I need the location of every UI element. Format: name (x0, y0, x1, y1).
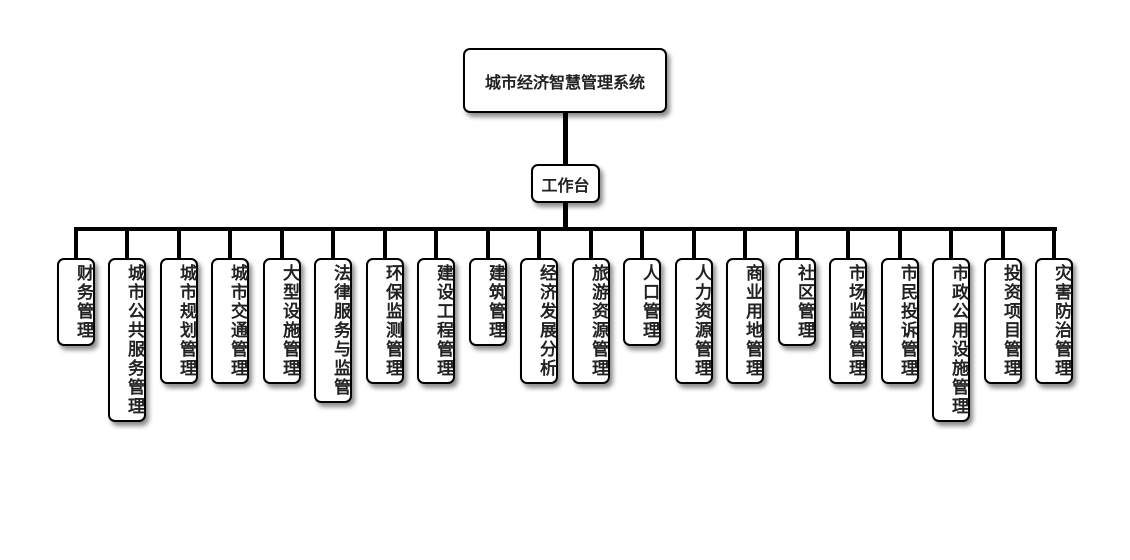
child-node[interactable]: 人口管理 (623, 258, 661, 346)
child-node-label: 经济发展分析 (536, 264, 556, 378)
connector-drop (486, 229, 490, 260)
connector-root-hub (563, 112, 568, 165)
child-node[interactable]: 财务管理 (57, 258, 95, 346)
child-node-label: 环保监测管理 (382, 264, 402, 378)
connector-drop (898, 229, 902, 260)
connector-drop (280, 229, 284, 260)
child-node[interactable]: 灾害防治管理 (1035, 258, 1073, 384)
connector-drop (846, 229, 850, 260)
child-node[interactable]: 大型设施管理 (263, 258, 301, 384)
child-node[interactable]: 法律服务与监管 (314, 258, 352, 403)
connector-drop (537, 229, 541, 260)
child-node[interactable]: 城市公共服务管理 (108, 258, 146, 422)
connector-drop (589, 229, 593, 260)
child-node-label: 社区管理 (794, 264, 814, 340)
child-node-label: 商业用地管理 (742, 264, 762, 378)
connector-drop (125, 229, 129, 260)
child-node-label: 城市公共服务管理 (124, 264, 144, 416)
child-node[interactable]: 商业用地管理 (726, 258, 764, 384)
connector-drop (795, 229, 799, 260)
child-node[interactable]: 社区管理 (778, 258, 816, 346)
child-node-label: 建筑管理 (485, 264, 505, 340)
connector-drop (743, 229, 747, 260)
root-node[interactable]: 城市经济智慧管理系统 (463, 48, 667, 113)
child-node-label: 人口管理 (639, 264, 659, 340)
child-node[interactable]: 投资项目管理 (984, 258, 1022, 384)
connector-drop (434, 229, 438, 260)
child-node-label: 旅游资源管理 (588, 264, 608, 378)
child-node-label: 城市规划管理 (176, 264, 196, 378)
connector-hub-bus (563, 202, 568, 230)
connector-drop (177, 229, 181, 260)
connector-drop (692, 229, 696, 260)
hub-node-label: 工作台 (541, 175, 590, 195)
child-node[interactable]: 市政公用设施管理 (932, 258, 970, 422)
child-node-label: 人力资源管理 (691, 264, 711, 378)
connector-drop (1001, 229, 1005, 260)
child-node[interactable]: 城市规划管理 (160, 258, 198, 384)
hub-node-workbench[interactable]: 工作台 (531, 164, 600, 203)
child-node-label: 市民投诉管理 (897, 264, 917, 378)
child-node-label: 市政公用设施管理 (948, 264, 968, 416)
child-node-label: 投资项目管理 (1000, 264, 1020, 378)
child-node[interactable]: 建筑管理 (469, 258, 507, 346)
child-node[interactable]: 建设工程管理 (417, 258, 455, 384)
child-node-label: 建设工程管理 (433, 264, 453, 378)
connector-drop (228, 229, 232, 260)
child-node-label: 财务管理 (73, 264, 93, 340)
child-node[interactable]: 环保监测管理 (366, 258, 404, 384)
connector-drop (331, 229, 335, 260)
child-node-label: 法律服务与监管 (330, 264, 350, 397)
child-node-label: 大型设施管理 (279, 264, 299, 378)
root-node-label: 城市经济智慧管理系统 (484, 72, 645, 92)
connector-bus (74, 227, 1057, 231)
child-node[interactable]: 市民投诉管理 (881, 258, 919, 384)
connector-drop (1052, 229, 1056, 260)
connector-drop (74, 229, 78, 260)
connector-drop (949, 229, 953, 260)
child-node[interactable]: 人力资源管理 (675, 258, 713, 384)
child-node-label: 灾害防治管理 (1051, 264, 1071, 378)
connector-drop (640, 229, 644, 260)
child-node[interactable]: 市场监管管理 (829, 258, 867, 384)
child-node[interactable]: 经济发展分析 (520, 258, 558, 384)
child-node[interactable]: 旅游资源管理 (572, 258, 610, 384)
child-node[interactable]: 城市交通管理 (211, 258, 249, 384)
child-node-label: 城市交通管理 (227, 264, 247, 378)
connector-drop (383, 229, 387, 260)
child-node-label: 市场监管管理 (845, 264, 865, 378)
